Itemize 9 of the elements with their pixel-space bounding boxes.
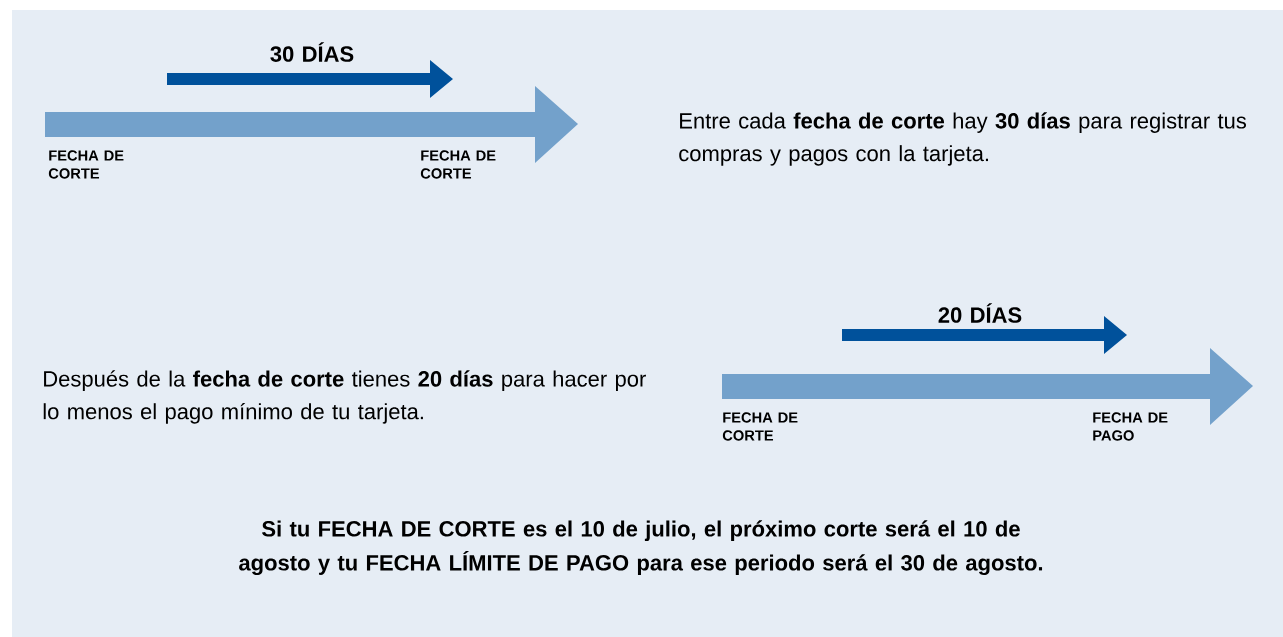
explanation-text: Después de la fecha de corte tienes 20 días para hacer por lo menos el pago mínimo de tu tarjeta. — [43, 370, 646, 424]
date-label: FECHA DE CORTE — [420, 150, 496, 179]
explanation-text: Entre cada fecha de corte hay 30 días para registrar tus compras y pagos con la tarjeta. — [679, 112, 1246, 166]
date-label: FECHA DE CORTE — [722, 412, 798, 441]
date-label: FECHA DE PAGO — [1093, 412, 1168, 441]
example-note: Si tu FECHA DE CORTE es el 10 de julio, el próximo corte será el 10 de agosto y tu FECHA LÍMITE DE PAGO para ese periodo será el 30 de agosto. — [239, 520, 1043, 576]
date-label: FECHA DE CORTE — [48, 150, 124, 179]
duration-label: 20 DÍAS — [938, 303, 1022, 323]
duration-label: 30 DÍAS — [270, 42, 354, 62]
